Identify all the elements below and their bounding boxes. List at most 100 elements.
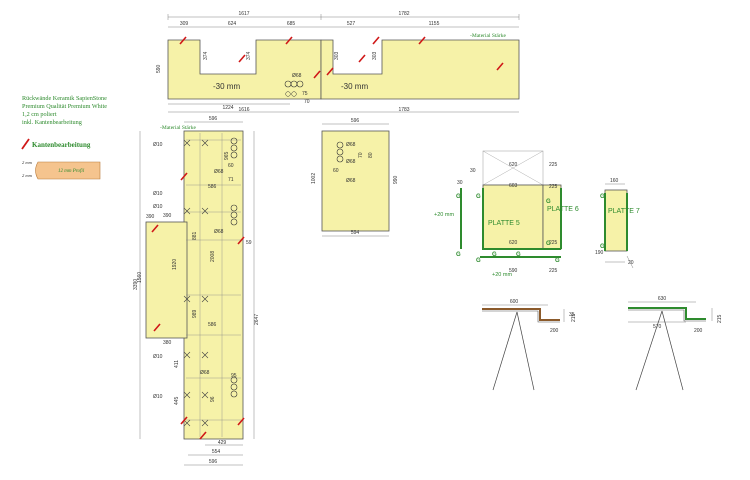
section-left-dim-600: 600 — [510, 299, 519, 305]
edge-mark-g: G — [546, 199, 551, 205]
top-left-slab — [167, 39, 322, 100]
platte5-dim-4: 590 — [509, 268, 518, 274]
socket-hole — [296, 80, 304, 88]
top-dim-1155: 1155 — [429, 21, 440, 27]
tall-left-1560: 1560 — [137, 272, 143, 283]
top-dim-527: 527 — [347, 21, 356, 27]
legend-line-3: 1,2 cm poliert — [22, 111, 57, 118]
platte5-dim-9: 225 — [549, 240, 558, 246]
tall-left-slab — [145, 221, 188, 339]
edge-mark-g: G — [600, 244, 605, 250]
section-left-dim-215: 215 — [571, 313, 577, 322]
section-left-dim-200: 200 — [550, 328, 559, 334]
top-dim-685: 685 — [287, 21, 296, 27]
section-right: 630 570 200 215 — [628, 296, 723, 391]
tall-hole-d10-5: Ø10 — [153, 394, 163, 400]
profile-dim-1: 2 mm — [22, 160, 33, 165]
tall-piece: -Material Stärke 596 Ø10 Ø10 — [133, 116, 260, 466]
top-piece: 1617 1782 309 624 685 527 1155 -Material… — [156, 11, 520, 113]
small-piece: 596 1002 990 594 Ø68 Ø68 Ø68 60 70 80 — [311, 118, 399, 237]
tall-inner-965: 965 — [224, 151, 230, 160]
platte7-slab — [604, 189, 628, 252]
tall-inner-881: 881 — [192, 231, 198, 240]
red-slash-icon — [21, 138, 30, 150]
edge-mark-g: G — [600, 194, 605, 200]
small-slab — [321, 130, 390, 232]
top-small-dim-70: 70 — [304, 99, 310, 105]
tall-inner-1920: 1920 — [172, 259, 178, 270]
small-inner-70: 70 — [358, 152, 364, 158]
tall-misc-95: 95 — [231, 373, 237, 379]
small-inner-60: 60 — [333, 168, 339, 174]
section-left: 600 35 215 200 — [482, 299, 577, 391]
tall-hole-d10-2: Ø10 — [153, 191, 163, 197]
top-height-590: 590 — [156, 64, 162, 73]
tall-misc-60: 60 — [228, 163, 234, 169]
socket-hole — [291, 91, 297, 97]
platte5-offset-bottom: +20 mm — [492, 272, 512, 278]
tall-left-width-390: 390 — [146, 214, 155, 220]
section-right-dim-200: 200 — [694, 328, 703, 334]
top-cutout-374-a: 374 — [203, 51, 209, 60]
top-dim-624: 624 — [228, 21, 237, 27]
top-dim-1224: 1224 — [222, 105, 233, 111]
legend-edge-title: Kantenbearbeitung — [32, 141, 91, 149]
legend-line-2: Premium Qualität Premium White — [22, 103, 107, 110]
edge-mark-g: G — [476, 258, 481, 264]
tall-inner-2008: 2008 — [210, 251, 216, 262]
profile-label: 12 mm Profil — [58, 169, 85, 174]
tall-misc-445: 445 — [174, 396, 180, 405]
platte5-dim-10: 225 — [549, 268, 558, 274]
edge-mark-g: G — [476, 194, 481, 200]
small-hole-3: Ø68 — [346, 178, 356, 184]
top-material-note: -Material Stärke — [470, 33, 506, 39]
tall-hole-d10-3: Ø10 — [153, 204, 163, 210]
top-small-dim-75: 75 — [302, 91, 308, 97]
platte7-dim-3: 20 — [628, 260, 634, 266]
tall-misc-411: 411 — [174, 360, 180, 368]
tall-hole-d10-1: Ø10 — [153, 142, 163, 148]
edge-mark-g: G — [492, 252, 497, 258]
plates-5-6: PLATTE 5 PLATTE 6 +20 mm +20 mm 620 603 … — [434, 150, 579, 278]
platte5-offset-left: +20 mm — [434, 212, 454, 218]
legend: Rückwände Keramik SapienStone Premium Qu… — [21, 95, 107, 180]
platte7: 160 PLATTE 7 G G 190 20 — [595, 178, 640, 269]
section-right-dim-570: 570 — [653, 324, 662, 330]
tall-hole-d10-4: Ø10 — [153, 354, 163, 360]
platte5-dim-8: 225 — [549, 184, 558, 190]
tall-hole-d68-1: Ø68 — [214, 169, 224, 175]
edge-mark-g: G — [456, 194, 461, 200]
small-height-left: 1002 — [311, 173, 317, 184]
tall-misc-390: 390 — [163, 213, 172, 219]
top-dim-1617: 1617 — [238, 11, 249, 17]
tall-misc-380: 380 — [163, 340, 172, 346]
tall-right-2647: 2647 — [254, 314, 260, 325]
top-cutout-303-a: 303 — [334, 51, 340, 60]
tall-misc-96: 96 — [210, 396, 216, 402]
platte5-dim-3: 620 — [509, 240, 518, 246]
top-drop-label-right: -30 mm — [341, 82, 368, 91]
tall-misc-586-a: 586 — [208, 184, 217, 190]
small-hole-2: Ø68 — [346, 159, 356, 165]
tall-misc-71: 71 — [228, 177, 234, 183]
top-right-slab — [320, 39, 520, 100]
small-height-right: 990 — [393, 175, 399, 184]
edge-mark-g: G — [546, 241, 551, 247]
profile-dim-2: 2 mm — [22, 173, 33, 178]
platte5-dim-5: 30 — [457, 180, 463, 186]
tall-material-note: -Material Stärke — [160, 125, 196, 131]
tall-dim-bottom-554: 554 — [212, 449, 221, 455]
top-cutout-303-b: 303 — [372, 51, 378, 60]
tall-dim-top-596: 596 — [209, 116, 218, 122]
edge-profile-icon — [35, 161, 101, 180]
tall-dim-bottom-429: 429 — [218, 440, 227, 446]
platte7-dim-1: 160 — [610, 178, 619, 184]
tall-dim-bottom-596: 596 — [209, 459, 218, 465]
top-dim-1782: 1782 — [398, 11, 409, 17]
top-dim-1616: 1616 — [238, 107, 249, 113]
section-right-dim-215: 215 — [717, 314, 723, 323]
platte5-dim-2: 603 — [509, 183, 518, 189]
edge-mark-g: G — [516, 252, 521, 258]
socket-hole — [285, 91, 291, 97]
